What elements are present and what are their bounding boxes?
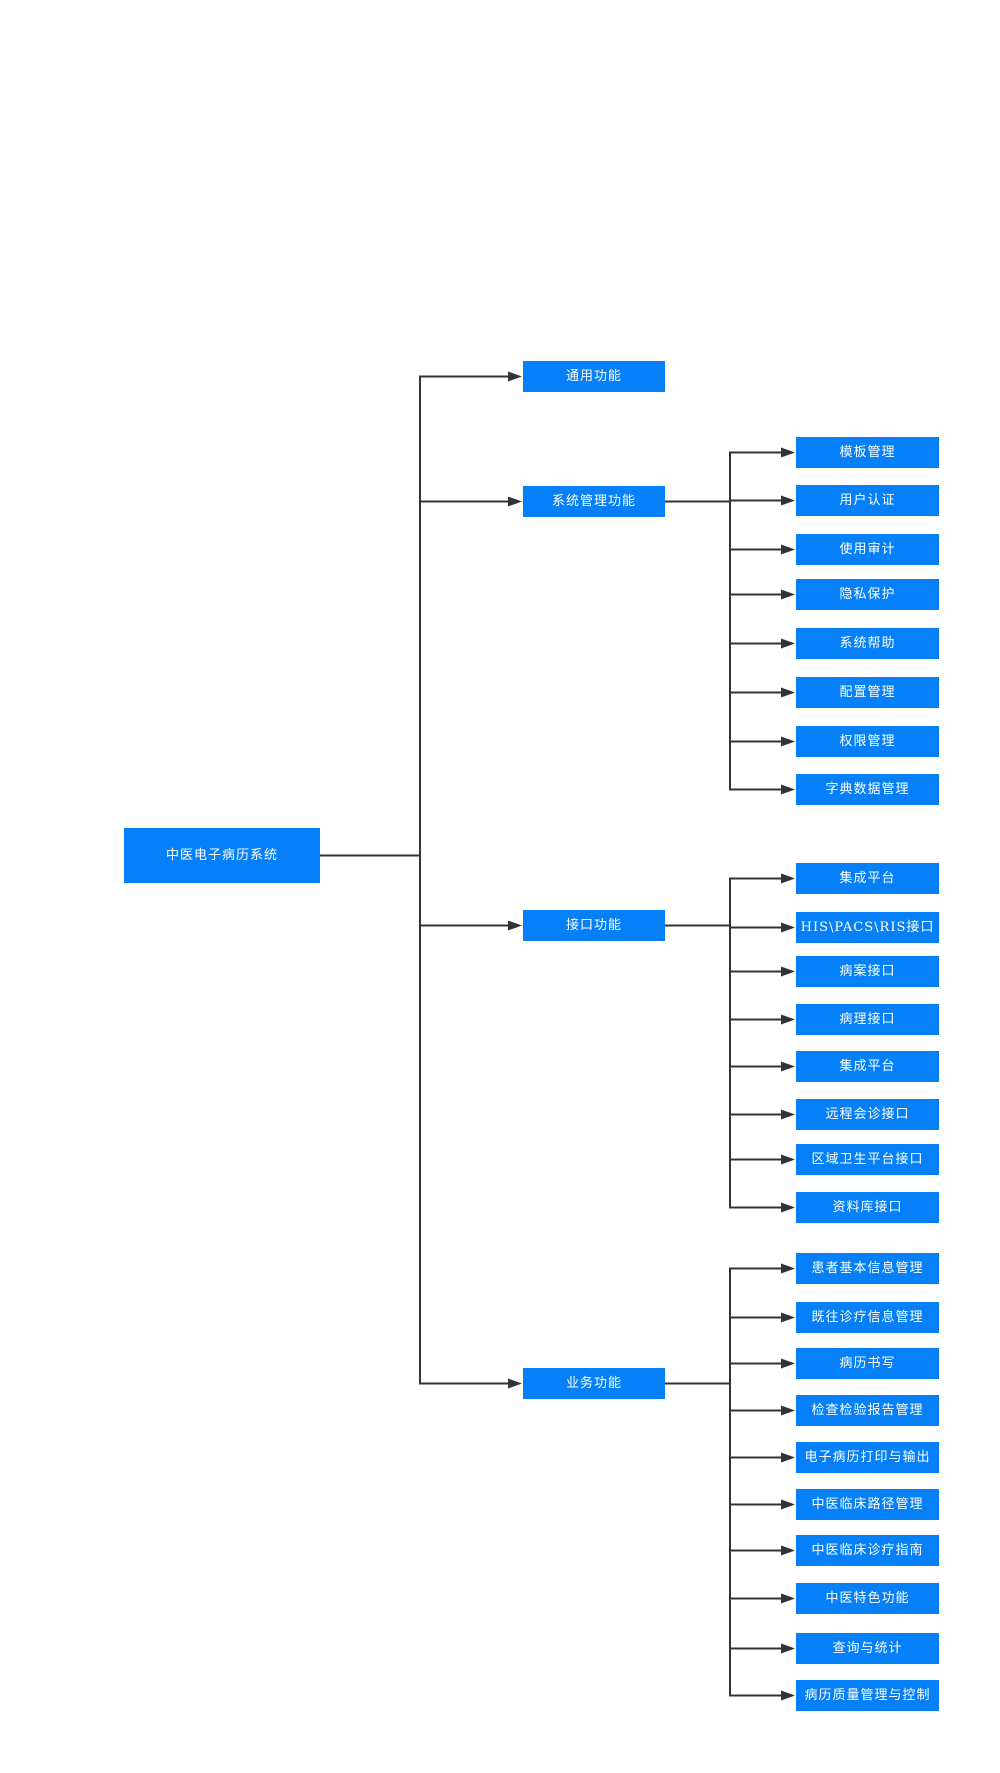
leaf-node: 集成平台 xyxy=(796,1051,939,1082)
leaf-node: HIS\PACS\RIS接口 xyxy=(796,912,939,943)
arrowhead-icon xyxy=(781,873,795,884)
branch-node: 接口功能 xyxy=(523,910,665,941)
arrowhead-icon xyxy=(781,1154,795,1165)
leaf-node: 区域卫生平台接口 xyxy=(796,1144,939,1175)
arrowhead-icon xyxy=(508,371,522,382)
arrowhead-icon xyxy=(781,1358,795,1369)
leaf-node: 隐私保护 xyxy=(796,579,939,610)
leaf-node: 配置管理 xyxy=(796,677,939,708)
arrowhead-icon xyxy=(781,1452,795,1463)
leaf-node: 远程会诊接口 xyxy=(796,1099,939,1130)
leaf-node: 查询与统计 xyxy=(796,1633,939,1664)
arrowhead-icon xyxy=(781,966,795,977)
leaf-node: 集成平台 xyxy=(796,863,939,894)
arrowhead-icon xyxy=(781,544,795,555)
leaf-node: 既往诊疗信息管理 xyxy=(796,1302,939,1333)
arrowhead-icon xyxy=(781,1690,795,1701)
leaf-node: 病历质量管理与控制 xyxy=(796,1680,939,1711)
arrowhead-icon xyxy=(781,1263,795,1274)
arrowhead-icon xyxy=(508,496,522,507)
leaf-node: 资料库接口 xyxy=(796,1192,939,1223)
leaf-node: 中医临床诊疗指南 xyxy=(796,1535,939,1566)
leaf-node: 模板管理 xyxy=(796,437,939,468)
leaf-node: 病案接口 xyxy=(796,956,939,987)
arrowhead-icon xyxy=(781,1643,795,1654)
leaf-node: 中医特色功能 xyxy=(796,1583,939,1614)
leaf-node: 病理接口 xyxy=(796,1004,939,1035)
leaf-node: 患者基本信息管理 xyxy=(796,1253,939,1284)
arrowhead-icon xyxy=(781,495,795,506)
arrowhead-icon xyxy=(781,1014,795,1025)
leaf-node: 电子病历打印与输出 xyxy=(796,1442,939,1473)
leaf-node: 权限管理 xyxy=(796,726,939,757)
branch-node: 系统管理功能 xyxy=(523,486,665,517)
arrowhead-icon xyxy=(781,1061,795,1072)
arrowhead-icon xyxy=(781,447,795,458)
arrowhead-icon xyxy=(781,736,795,747)
arrowhead-icon xyxy=(781,1109,795,1120)
arrowhead-icon xyxy=(781,1545,795,1556)
leaf-node: 字典数据管理 xyxy=(796,774,939,805)
arrowhead-icon xyxy=(781,1593,795,1604)
leaf-node: 用户认证 xyxy=(796,485,939,516)
branch-node: 业务功能 xyxy=(523,1368,665,1399)
arrowhead-icon xyxy=(781,638,795,649)
arrowhead-icon xyxy=(508,1378,522,1389)
arrowhead-icon xyxy=(781,1202,795,1213)
arrowhead-icon xyxy=(781,1312,795,1323)
arrowhead-icon xyxy=(781,1405,795,1416)
arrowhead-icon xyxy=(781,589,795,600)
root-node: 中医电子病历系统 xyxy=(124,828,320,883)
leaf-node: 系统帮助 xyxy=(796,628,939,659)
arrowhead-icon xyxy=(781,922,795,933)
branch-node: 通用功能 xyxy=(523,361,665,392)
leaf-node: 检查检验报告管理 xyxy=(796,1395,939,1426)
arrowhead-icon xyxy=(508,920,522,931)
leaf-node: 中医临床路径管理 xyxy=(796,1489,939,1520)
leaf-node: 使用审计 xyxy=(796,534,939,565)
leaf-node: 病历书写 xyxy=(796,1348,939,1379)
arrowhead-icon xyxy=(781,687,795,698)
arrowhead-icon xyxy=(781,1499,795,1510)
arrowhead-icon xyxy=(781,784,795,795)
